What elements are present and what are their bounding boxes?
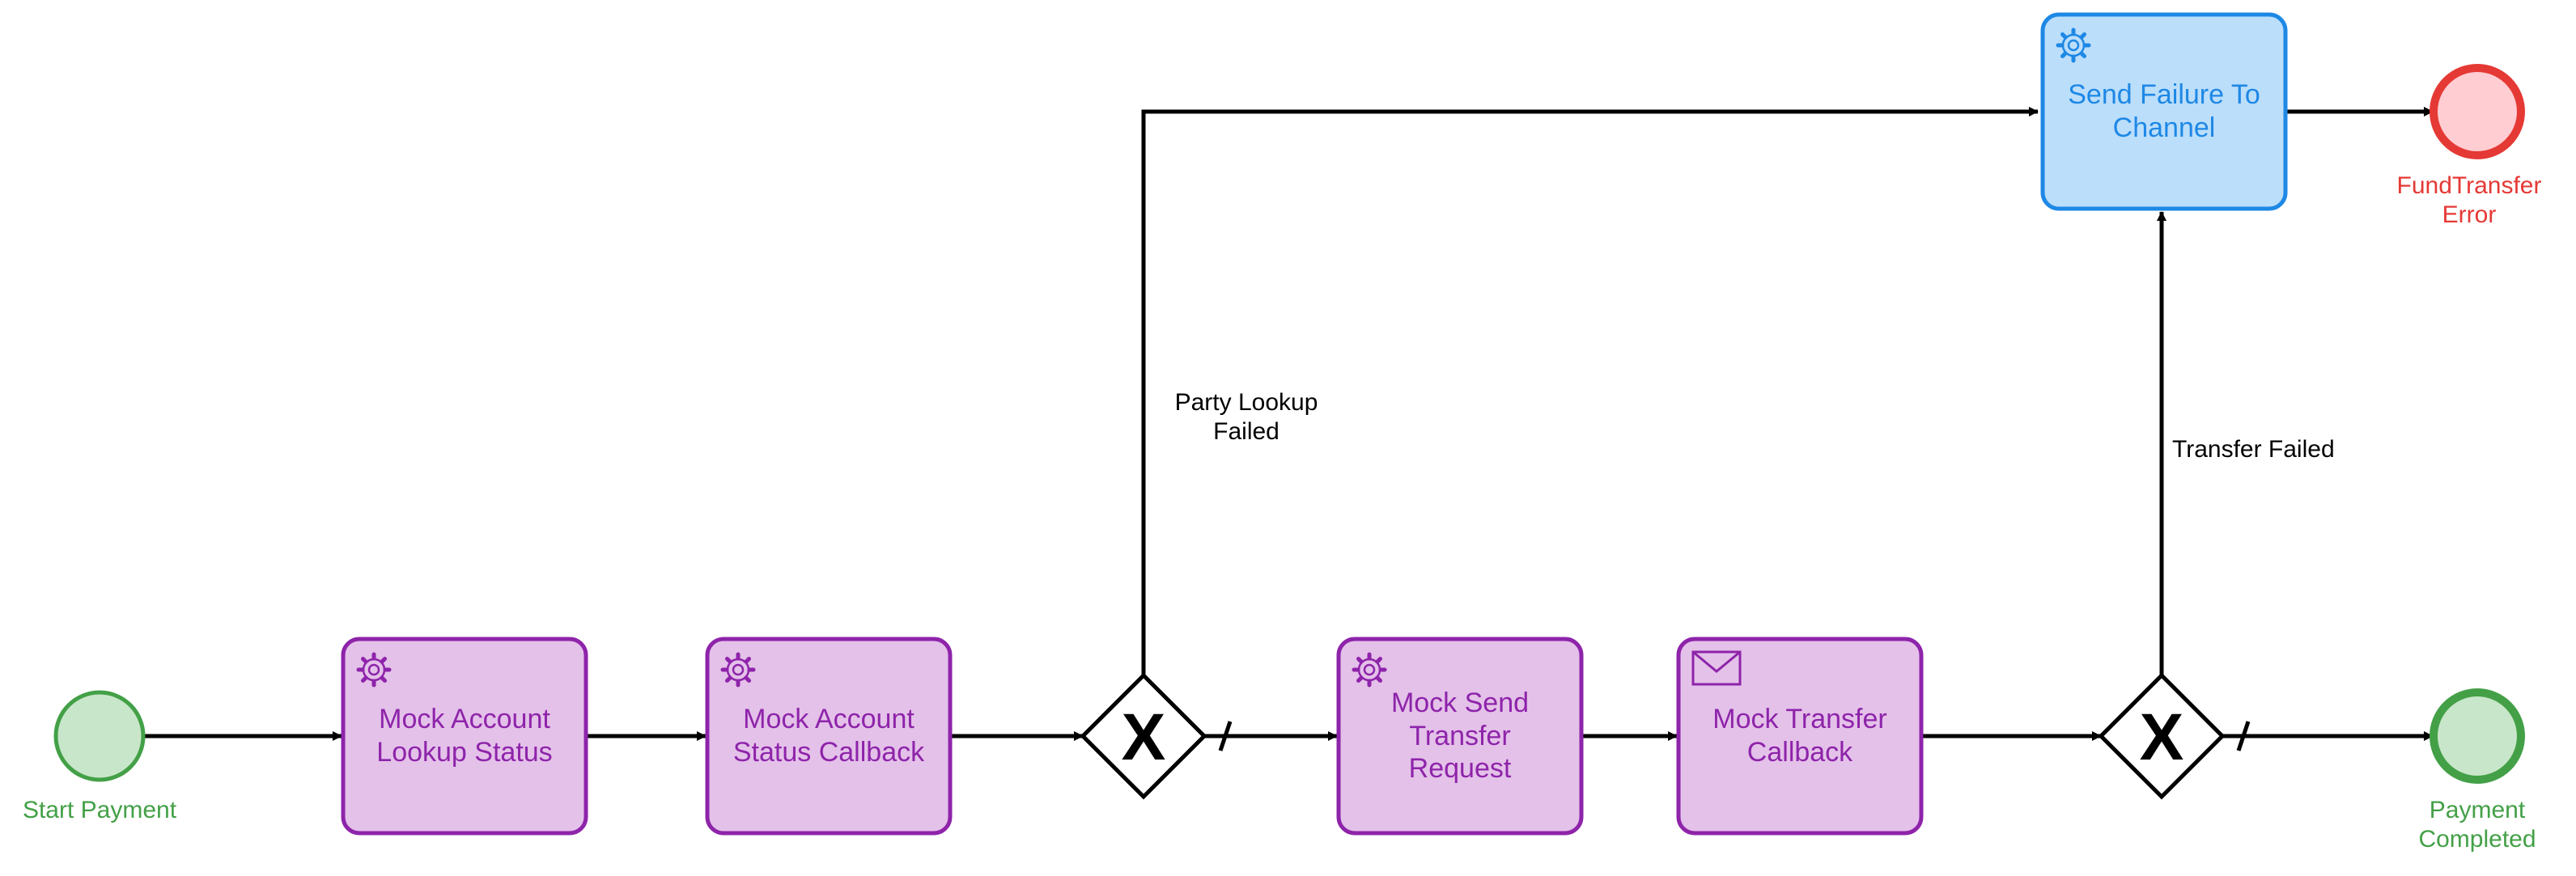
end-event-label: FundTransfer Error [2363, 171, 2575, 230]
task-label-line: Request [1408, 753, 1512, 785]
default-flow-slash [1218, 721, 1233, 751]
task-send-failure-to-channel[interactable] [2040, 12, 2288, 211]
task-label-line: Mock Send [1390, 687, 1530, 718]
flow-label-line: Party Lookup [1174, 389, 1318, 416]
task-label: Mock Transfer Callback [1678, 639, 1921, 833]
task-mock-send-transfer-request[interactable] [1336, 637, 1584, 836]
task-label-line: Status Callback [732, 737, 925, 768]
start-event[interactable] [53, 690, 146, 782]
end-event-fundtransfer-error[interactable] [2430, 64, 2525, 159]
gateway-marker: X [2140, 700, 2184, 774]
gateway-marker: X [1122, 700, 1166, 774]
envelope-icon [1691, 650, 1742, 686]
task-label-line: Channel [2112, 112, 2216, 143]
task-label: Mock Send Transfer Request [1339, 639, 1581, 833]
event-label-line: Completed [2418, 826, 2536, 853]
flow-label-line: Failed [1213, 418, 1280, 445]
flow-label-party-lookup-failed: Party Lookup Failed [1149, 388, 1343, 446]
event-label-line: Payment [2429, 797, 2526, 823]
default-flow-slash-2 [2236, 721, 2251, 751]
task-label-line: Lookup Status [376, 737, 553, 768]
task-label-line: Send Failure To [2068, 79, 2260, 111]
task-label-line: Mock Transfer [1712, 704, 1887, 735]
event-label-line: FundTransfer [2396, 172, 2542, 199]
task-mock-transfer-callback[interactable] [1676, 637, 1924, 836]
task-label-line: Transfer [1409, 720, 1511, 751]
task-label-line: Mock Account [379, 704, 550, 735]
start-event-label: Start Payment [22, 797, 177, 823]
task-mock-account-lookup-status[interactable] [341, 637, 588, 836]
event-label-line: Error [2442, 201, 2497, 228]
flow-party-lookup-failed[interactable] [1141, 107, 2039, 675]
task-mock-account-status-callback[interactable] [705, 637, 953, 836]
gateway-transfer[interactable] [2098, 672, 2226, 800]
end-event-payment-completed[interactable] [2430, 688, 2525, 784]
sequence-flows [144, 107, 2434, 751]
task-label: Send Failure To Channel [2043, 15, 2285, 209]
flow-label-transfer-failed: Transfer Failed [2172, 436, 2335, 463]
task-label-line: Callback [1746, 737, 1853, 768]
end-event-label: Payment Completed [2363, 796, 2576, 854]
task-label: Mock Account Status Callback [707, 639, 950, 833]
task-label-line: Mock Account [743, 704, 915, 735]
task-label: Mock Account Lookup Status [343, 639, 586, 833]
gateway-party-lookup[interactable] [1080, 672, 1207, 800]
